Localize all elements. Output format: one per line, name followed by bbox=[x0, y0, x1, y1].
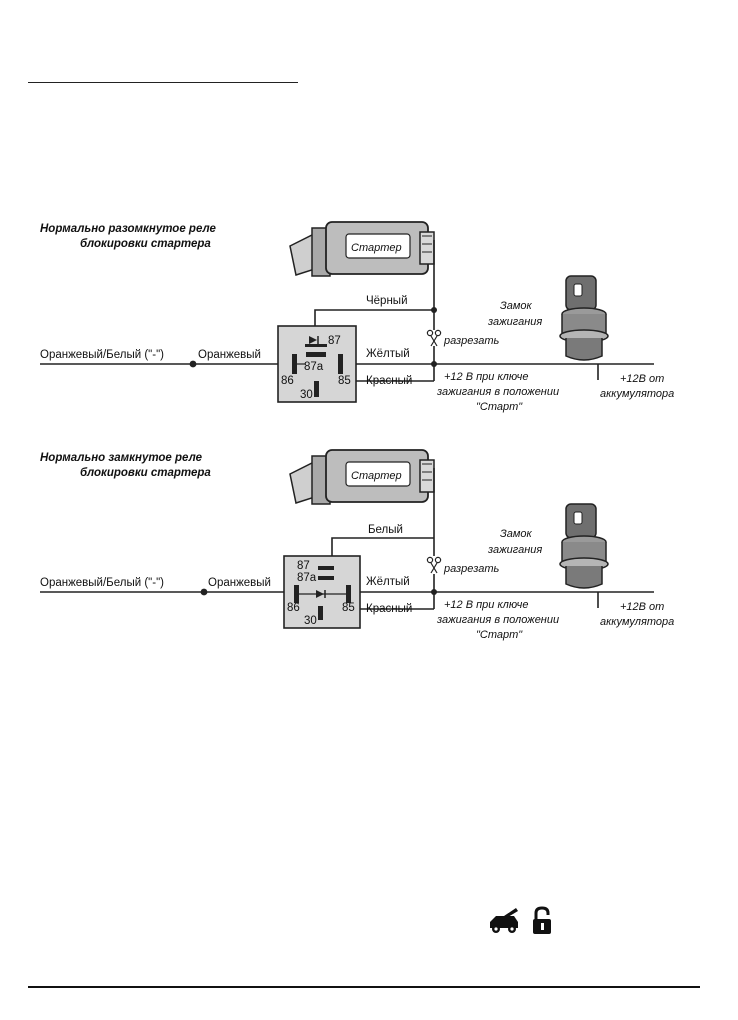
wire-orange-white-label: Оранжевый/Белый ("-") bbox=[40, 349, 164, 361]
ignition-lock-icon bbox=[559, 503, 609, 589]
scissors-icon bbox=[426, 556, 442, 574]
scissors-icon bbox=[426, 329, 442, 347]
relay-normally-open-icon bbox=[277, 325, 357, 403]
wire-yellow-label: Жёлтый bbox=[366, 576, 410, 588]
starter-motor-icon bbox=[289, 449, 435, 505]
starter-label: Стартер bbox=[351, 470, 402, 482]
pin-87-label: 87 bbox=[328, 335, 341, 347]
unlocked-padlock-icon bbox=[533, 906, 551, 934]
pin-86-label: 86 bbox=[281, 375, 294, 387]
diagram-a-title-line2: блокировки стартера bbox=[80, 238, 211, 250]
car-trunk-icon bbox=[490, 908, 518, 933]
pin-30-label: 30 bbox=[300, 389, 313, 401]
wire-orange-label: Оранжевый bbox=[198, 349, 261, 361]
footer-icons bbox=[490, 906, 551, 934]
wire-orange-white-label: Оранжевый/Белый ("-") bbox=[40, 577, 164, 589]
pin-30-label: 30 bbox=[304, 615, 317, 627]
pin-87a-label: 87a bbox=[304, 361, 324, 373]
ignition-label-line1: +12 В при ключе bbox=[444, 599, 528, 611]
header-rule bbox=[28, 82, 298, 83]
wire-black-label: Чёрный bbox=[366, 295, 408, 307]
pin-85-label: 85 bbox=[338, 375, 351, 387]
battery-label-line2: аккумулятора bbox=[600, 388, 674, 400]
starter-label: Стартер bbox=[351, 242, 402, 254]
relay-normally-closed-icon bbox=[283, 555, 361, 629]
diagram-normally-closed: Нормально замкнутое реле блокировки стар… bbox=[40, 449, 674, 641]
battery-label-line2: аккумулятора bbox=[600, 616, 674, 628]
lock-label-line2: зажигания bbox=[487, 544, 542, 556]
lock-label-line1: Замок bbox=[500, 300, 533, 312]
cut-label: разрезать bbox=[443, 563, 499, 575]
lock-label-line1: Замок bbox=[500, 528, 533, 540]
diagram-b-title-line2: блокировки стартера bbox=[80, 467, 211, 479]
pin-86-label: 86 bbox=[287, 602, 300, 614]
diagram-b-title-line1: Нормально замкнутое реле bbox=[40, 452, 203, 464]
wire-white-label: Белый bbox=[368, 524, 403, 536]
wire-red-label: Красный bbox=[366, 603, 412, 615]
cut-label: разрезать bbox=[443, 335, 499, 347]
wire-yellow-label: Жёлтый bbox=[366, 348, 410, 360]
pin-87-label: 87 bbox=[297, 560, 310, 572]
wire-red-label: Красный bbox=[366, 375, 412, 387]
ignition-label-line3: "Старт" bbox=[476, 629, 523, 641]
footer-rule bbox=[28, 986, 700, 988]
ignition-label-line1: +12 В при ключе bbox=[444, 371, 528, 383]
lock-label-line2: зажигания bbox=[487, 316, 542, 328]
diagram-normally-open: Нормально разомкнутое реле блокировки ст… bbox=[40, 221, 674, 413]
pin-87a-label: 87a bbox=[297, 572, 317, 584]
ignition-lock-icon bbox=[559, 275, 609, 361]
pin-85-label: 85 bbox=[342, 602, 355, 614]
ignition-label-line2: зажигания в положении bbox=[436, 386, 559, 398]
ignition-label-line3: "Старт" bbox=[476, 401, 523, 413]
diagram-a-title-line1: Нормально разомкнутое реле bbox=[40, 223, 216, 235]
battery-label-line1: +12В от bbox=[620, 601, 664, 613]
ignition-label-line2: зажигания в положении bbox=[436, 614, 559, 626]
battery-label-line1: +12В от bbox=[620, 373, 664, 385]
wire-orange-label: Оранжевый bbox=[208, 577, 271, 589]
